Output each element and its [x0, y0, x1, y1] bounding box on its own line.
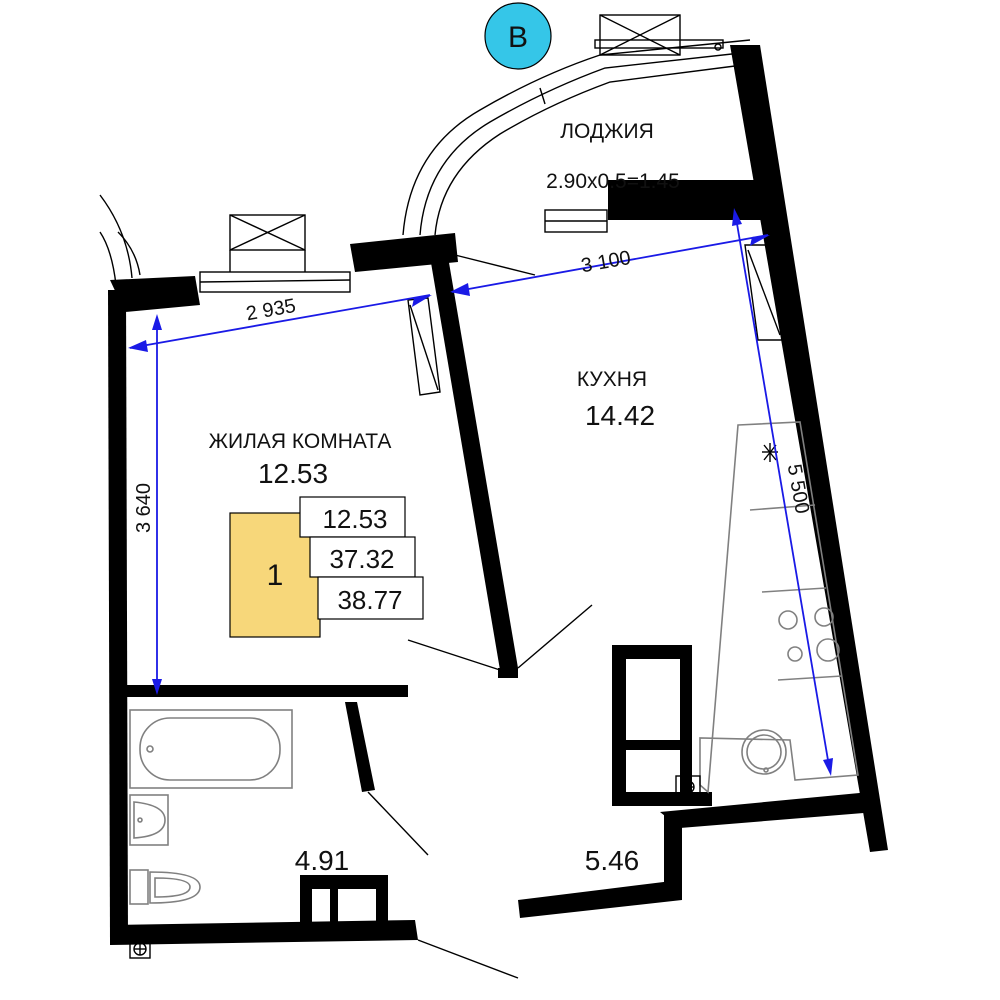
- bath-door-jamb: [345, 702, 375, 792]
- entrance-badge: В: [484, 2, 552, 70]
- left-glazing: [99, 194, 141, 286]
- hall-closet: [612, 645, 712, 806]
- kitchen-door-leaf: [517, 604, 593, 669]
- dim-kitchen-width: 3 100: [579, 247, 632, 277]
- riser-icon: [129, 939, 151, 959]
- riser-icon: [675, 775, 701, 799]
- hall-bottom-wall: [518, 880, 682, 918]
- summary-table: 1 12.53 37.32 38.77: [229, 496, 424, 638]
- bath-bottom-wall: [110, 920, 418, 945]
- living-kitchen-partition: [428, 245, 518, 670]
- kitchen-name: КУХНЯ: [577, 368, 647, 391]
- right-exterior-wall: [730, 45, 888, 852]
- bathtub-icon: [129, 709, 293, 789]
- entry-door-leaf: [417, 939, 519, 979]
- top-wall-segment-left: [110, 276, 200, 312]
- kitchen-counter: [699, 421, 859, 794]
- loggia-name: ЛОДЖИЯ: [560, 120, 654, 143]
- stove-icon: [778, 607, 840, 662]
- living-door-leaf: [407, 639, 501, 671]
- loggia-glazing: [402, 39, 751, 236]
- living-room-name: ЖИЛАЯ КОМНАТА: [209, 430, 392, 453]
- kitchen-area: 14.42: [585, 400, 655, 431]
- bath-closet: [300, 875, 388, 930]
- dimension-lines: [128, 208, 833, 776]
- radiator-icon: [744, 244, 783, 341]
- dim-line-kitchen-depth: [734, 211, 831, 773]
- doors: [367, 254, 593, 979]
- bathroom-area: 4.91: [295, 845, 350, 876]
- walls: [108, 45, 888, 945]
- loggia-formula: 2.90x0.5=1.45: [546, 170, 680, 193]
- loggia-wall: [608, 180, 768, 220]
- dim-line-living-width: [129, 294, 431, 349]
- radiator-icon: [407, 297, 441, 396]
- living-room-area: 12.53: [258, 458, 328, 489]
- hinge-icon: [714, 43, 722, 51]
- window-icon: [594, 39, 724, 49]
- radiator-icon: [229, 214, 306, 272]
- summary-total-area: 37.32: [329, 544, 394, 574]
- summary-total-with-loggia: 38.77: [337, 585, 402, 615]
- radiator-icon: [599, 14, 681, 56]
- windows: [199, 39, 724, 293]
- entrance-letter: В: [508, 21, 528, 54]
- bathroom-fixtures: [129, 709, 293, 959]
- bath-door-leaf: [367, 791, 429, 856]
- left-exterior-wall: [108, 290, 128, 942]
- radiator-icon: [544, 209, 608, 233]
- living-bath-partition: [110, 685, 408, 697]
- sink-icon: [129, 794, 169, 846]
- dim-line-kitchen-width: [451, 234, 769, 293]
- radiators: [229, 14, 783, 396]
- toilet-icon: [129, 869, 201, 905]
- hall-area: 5.46: [585, 845, 640, 876]
- kitchen-fixtures: [675, 421, 859, 799]
- kitchen-bottom-wall: [660, 792, 876, 828]
- rooms-count: 1: [267, 559, 284, 592]
- washing-machine-icon: [741, 729, 787, 775]
- summary-living-area: 12.53: [322, 504, 387, 534]
- dim-living-depth: 3 640: [133, 483, 155, 533]
